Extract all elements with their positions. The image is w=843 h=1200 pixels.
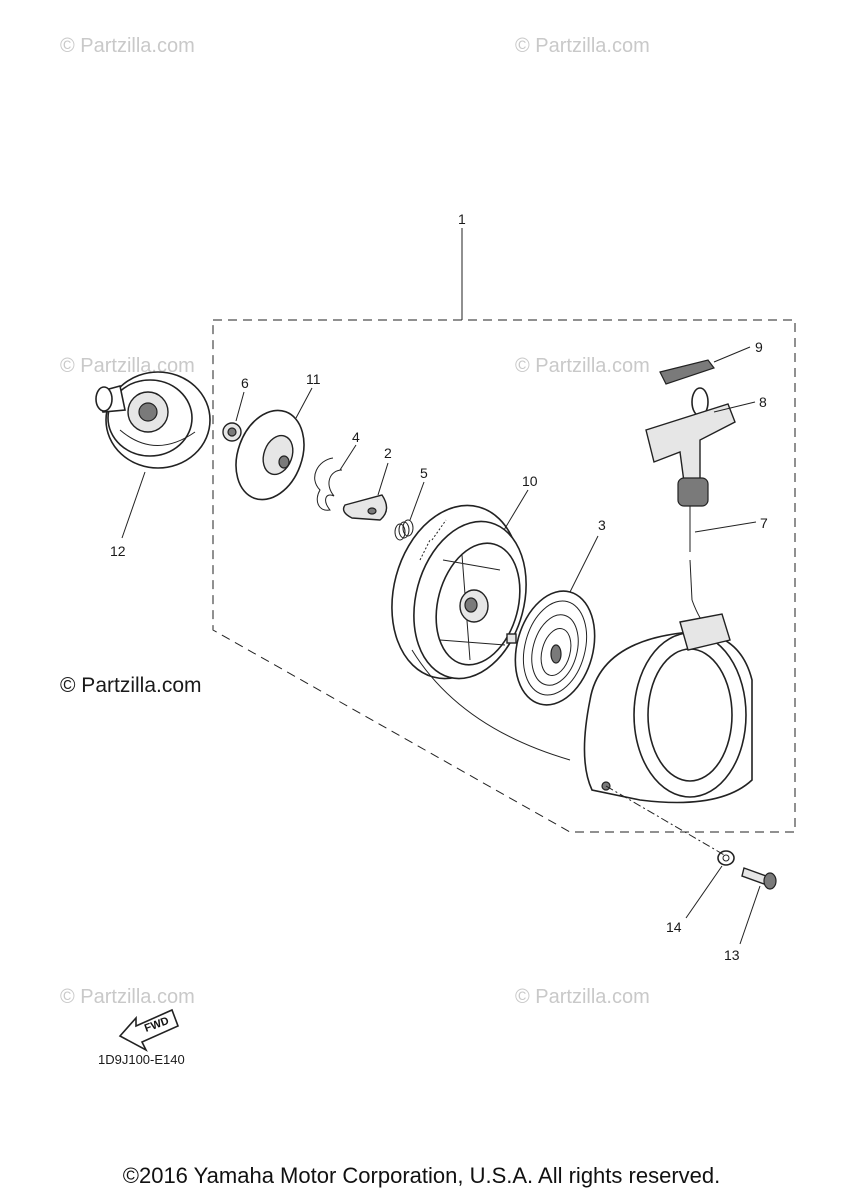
leader-14 xyxy=(685,865,723,919)
watermark: © Partzilla.com xyxy=(515,35,650,57)
part-11-plate xyxy=(235,409,305,501)
part-10-pulley xyxy=(391,504,527,680)
part-2-pawl xyxy=(342,494,388,521)
callout-9: 9 xyxy=(755,339,763,355)
part-14-washer xyxy=(717,850,735,866)
callout-4: 4 xyxy=(352,429,360,445)
leader-6 xyxy=(235,391,245,422)
watermarks: © Partzilla.com © Partzilla.com © Partzi… xyxy=(60,35,650,1008)
callout-13: 13 xyxy=(724,947,740,963)
copyright-notice: ©2016 Yamaha Motor Corporation, U.S.A. A… xyxy=(122,1163,721,1188)
callout-7: 7 xyxy=(760,515,768,531)
leader-bolt-path xyxy=(605,785,727,857)
leader-3 xyxy=(569,535,599,593)
callout-2: 2 xyxy=(384,445,392,461)
leader-4 xyxy=(339,444,357,471)
callout-6: 6 xyxy=(241,375,249,391)
leader-11 xyxy=(295,387,313,419)
leader-13 xyxy=(739,885,761,945)
leader-7 xyxy=(694,521,757,533)
part-4-clip xyxy=(314,457,343,511)
watermark-bold: © Partzilla.com xyxy=(60,674,202,697)
callout-3: 3 xyxy=(598,517,606,533)
assembly-boundary xyxy=(212,319,796,833)
leader-2 xyxy=(377,462,389,496)
callout-11: 11 xyxy=(306,371,321,387)
part-5-spring xyxy=(394,519,414,541)
part-13-bolt xyxy=(741,867,777,890)
leader-8 xyxy=(713,401,756,413)
callout-12: 12 xyxy=(110,543,126,559)
part-9-grip-cap xyxy=(659,359,715,385)
leader-12 xyxy=(121,471,146,539)
part-8-handle xyxy=(645,387,736,507)
part-12-drive-cup xyxy=(95,371,211,469)
callout-1: 1 xyxy=(458,211,466,227)
callout-14: 14 xyxy=(666,919,682,935)
watermark: © Partzilla.com xyxy=(515,355,650,377)
watermark: © Partzilla.com xyxy=(60,35,195,57)
leader-5 xyxy=(409,481,425,521)
watermark: © Partzilla.com xyxy=(515,986,650,1008)
callout-10: 10 xyxy=(522,473,538,489)
fwd-arrow-icon: FWD xyxy=(118,1008,180,1052)
callout-8: 8 xyxy=(759,394,767,410)
part-6-nut xyxy=(222,422,242,442)
leader-9 xyxy=(713,346,751,363)
leader-10 xyxy=(503,489,529,531)
callout-5: 5 xyxy=(420,465,428,481)
watermark: © Partzilla.com xyxy=(60,986,195,1008)
part-case-housing xyxy=(583,613,753,804)
diagram-code: 1D9J100-E140 xyxy=(98,1052,185,1067)
callouts: 1 2 3 4 5 6 7 8 9 10 11 12 13 14 xyxy=(110,211,768,963)
